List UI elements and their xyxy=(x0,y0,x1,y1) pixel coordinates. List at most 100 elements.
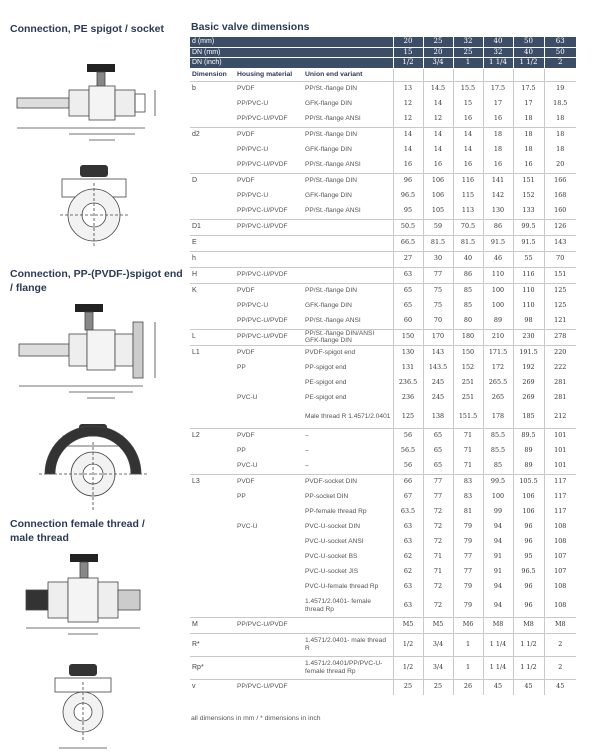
header-value: 25 xyxy=(452,47,483,58)
cell-dimension xyxy=(190,565,235,580)
cell-value: 152 xyxy=(512,188,544,204)
cell-dimension: D1 xyxy=(190,218,235,235)
cell-value: 15.5 xyxy=(452,80,483,97)
cell-value: 46 xyxy=(482,250,513,267)
drawing-pe-side-view xyxy=(15,62,165,147)
column-header-spacer xyxy=(422,68,453,81)
cell-value: 18 xyxy=(482,142,513,158)
cell-union-variant: PP-socket DIN xyxy=(305,493,349,501)
column-header-variant: Union end variant xyxy=(305,70,363,78)
column-header-housing: Housing material xyxy=(237,70,293,78)
cell-housing-material xyxy=(235,580,303,595)
cell-value: 251 xyxy=(452,375,483,391)
header-value: 50 xyxy=(543,47,576,58)
cell-value: 16 xyxy=(422,157,453,173)
column-header-spacer xyxy=(512,68,544,81)
cell-value: 81.5 xyxy=(422,234,453,251)
cell-value: 77 xyxy=(452,564,483,580)
cell-value: 18 xyxy=(512,111,544,127)
cell-value: 65 xyxy=(392,282,423,299)
cell-union-variant xyxy=(303,266,393,283)
cell-value: 56.5 xyxy=(392,443,423,459)
cell-value: 83 xyxy=(452,473,483,490)
cell-union-variant: PVDF-spigot end xyxy=(303,344,393,361)
cell-value: 230 xyxy=(512,328,544,345)
cell-union-variant: – xyxy=(305,462,309,470)
cell-housing-material xyxy=(235,550,303,565)
cell-value: 56 xyxy=(392,427,423,444)
cell-value: 113 xyxy=(452,203,483,219)
cell-value: M8 xyxy=(512,616,544,633)
cell-dimension xyxy=(190,143,235,158)
cell-value: 236.5 xyxy=(392,375,423,391)
column-header-spacer xyxy=(543,68,576,81)
cell-value: 77 xyxy=(422,489,453,505)
cell-value: 121 xyxy=(543,313,576,329)
cell-union-variant: PP-spigot end xyxy=(305,364,347,372)
cell-value: M8 xyxy=(543,616,576,633)
cell-dimension xyxy=(190,376,235,391)
cell-housing-material xyxy=(235,376,303,391)
cell-union-variant: PVC-U-socket JIS xyxy=(305,568,359,576)
cell-value: 160 xyxy=(543,203,576,219)
cell-value: 16 xyxy=(452,157,483,173)
cell-housing-material: PVC-U xyxy=(237,523,258,531)
cell-value: 105.5 xyxy=(512,473,544,490)
cell-dimension xyxy=(190,444,235,459)
cell-value: 269 xyxy=(512,390,544,406)
cell-union-variant: 1.4571/2.0401- female thread Rp xyxy=(305,598,371,613)
header-label: DN (inch) xyxy=(190,57,393,69)
header-value: 15 xyxy=(392,47,423,58)
cell-value: 278 xyxy=(543,328,576,345)
cell-value: 100 xyxy=(482,489,513,505)
cell-dimension: d2 xyxy=(190,126,235,143)
cell-value: 168 xyxy=(543,188,576,204)
cell-dimension xyxy=(190,580,235,595)
cell-value: 70.5 xyxy=(452,218,483,235)
header-value: 1 1/4 xyxy=(482,57,513,69)
cell-value: 85.5 xyxy=(482,443,513,459)
cell-value: 125 xyxy=(543,298,576,314)
drawing-pe-front-view xyxy=(50,163,140,248)
cell-union-variant: GFK-flange DIN xyxy=(305,100,352,108)
cell-value: 65 xyxy=(422,427,453,444)
cell-value: 89 xyxy=(512,443,544,459)
cell-value: 236 xyxy=(392,390,423,406)
cell-value: 56 xyxy=(392,458,423,474)
cell-dimension xyxy=(190,391,235,406)
cell-dimension xyxy=(190,459,235,475)
cell-union-variant xyxy=(303,234,393,251)
cell-dimension: L xyxy=(190,328,235,345)
cell-value: 96.5 xyxy=(392,188,423,204)
cell-value: 71 xyxy=(452,427,483,444)
cell-value: 18 xyxy=(543,126,576,143)
cell-value: 281 xyxy=(543,390,576,406)
cell-housing-material: PP/PVC-U xyxy=(237,100,269,108)
cell-value: 108 xyxy=(543,579,576,595)
cell-value: 77 xyxy=(422,473,453,490)
header-value: 20 xyxy=(392,37,423,48)
cell-dimension xyxy=(190,490,235,505)
cell-value: 16 xyxy=(512,157,544,173)
cell-value: 63.5 xyxy=(392,504,423,520)
cell-value: 142 xyxy=(482,188,513,204)
cell-dimension: E xyxy=(190,234,235,251)
header-value: 40 xyxy=(482,37,513,48)
cell-value: 1 xyxy=(452,655,483,679)
cell-value: 27 xyxy=(392,250,423,267)
